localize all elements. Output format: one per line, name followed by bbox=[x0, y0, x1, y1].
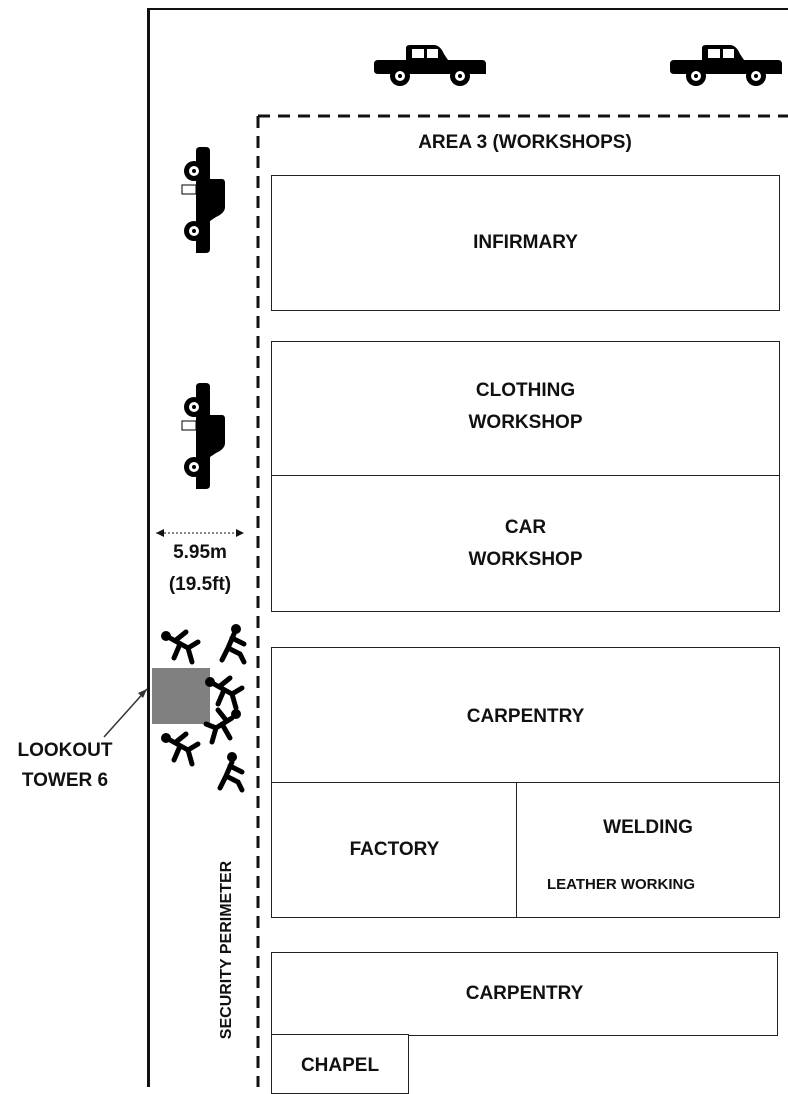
welding-label: WELDING bbox=[603, 817, 693, 838]
pickup-truck-icon bbox=[181, 383, 225, 489]
building-carpentry-bottom: CARPENTRY bbox=[271, 952, 778, 1036]
building-infirmary: INFIRMARY bbox=[271, 175, 780, 311]
infirmary-label: INFIRMARY bbox=[473, 232, 578, 253]
clothing-label-line1: CLOTHING bbox=[475, 380, 576, 401]
building-carpentry-top: CARPENTRY bbox=[271, 647, 780, 784]
carpentry-bottom-label: CARPENTRY bbox=[465, 983, 584, 1004]
person-figure-icon bbox=[217, 752, 245, 793]
measurement-metric: 5.95m bbox=[173, 542, 227, 563]
person-figure-icon bbox=[205, 675, 245, 711]
leather-working-label: LEATHER WORKING bbox=[546, 876, 696, 893]
factory-label: FACTORY bbox=[349, 839, 440, 860]
person-figure-icon bbox=[161, 731, 201, 767]
building-chapel: CHAPEL bbox=[271, 1034, 409, 1094]
pickup-truck-icon bbox=[670, 45, 782, 86]
car-label-line2: WORKSHOP bbox=[468, 549, 583, 570]
building-car-workshop: CAR WORKSHOP bbox=[271, 475, 780, 612]
building-welding: WELDING LEATHER WORKING bbox=[516, 782, 780, 918]
clothing-label-line2: WORKSHOP bbox=[468, 412, 583, 433]
person-figure-icon bbox=[219, 624, 247, 665]
tower-label-line1: LOOKOUT bbox=[17, 740, 113, 761]
carpentry-top-label: CARPENTRY bbox=[466, 706, 585, 727]
lookout-tower bbox=[152, 668, 210, 724]
outer-wall-top bbox=[147, 8, 788, 10]
person-figure-icon bbox=[161, 629, 201, 665]
building-clothing-workshop: CLOTHING WORKSHOP bbox=[271, 341, 780, 477]
area-title: AREA 3 (WORKSHOPS) bbox=[418, 132, 632, 153]
outer-wall-left bbox=[147, 8, 150, 1087]
building-factory: FACTORY bbox=[271, 782, 518, 918]
security-perimeter-label: SECURITY PERIMETER bbox=[218, 860, 235, 1040]
car-label-line1: CAR bbox=[504, 517, 547, 538]
pickup-truck-icon bbox=[181, 147, 225, 253]
pickup-truck-icon bbox=[374, 45, 486, 86]
tower-label-line2: TOWER 6 bbox=[21, 770, 109, 791]
person-figure-icon bbox=[203, 707, 241, 745]
chapel-label: CHAPEL bbox=[300, 1055, 380, 1076]
measurement-imperial: (19.5ft) bbox=[168, 574, 232, 595]
